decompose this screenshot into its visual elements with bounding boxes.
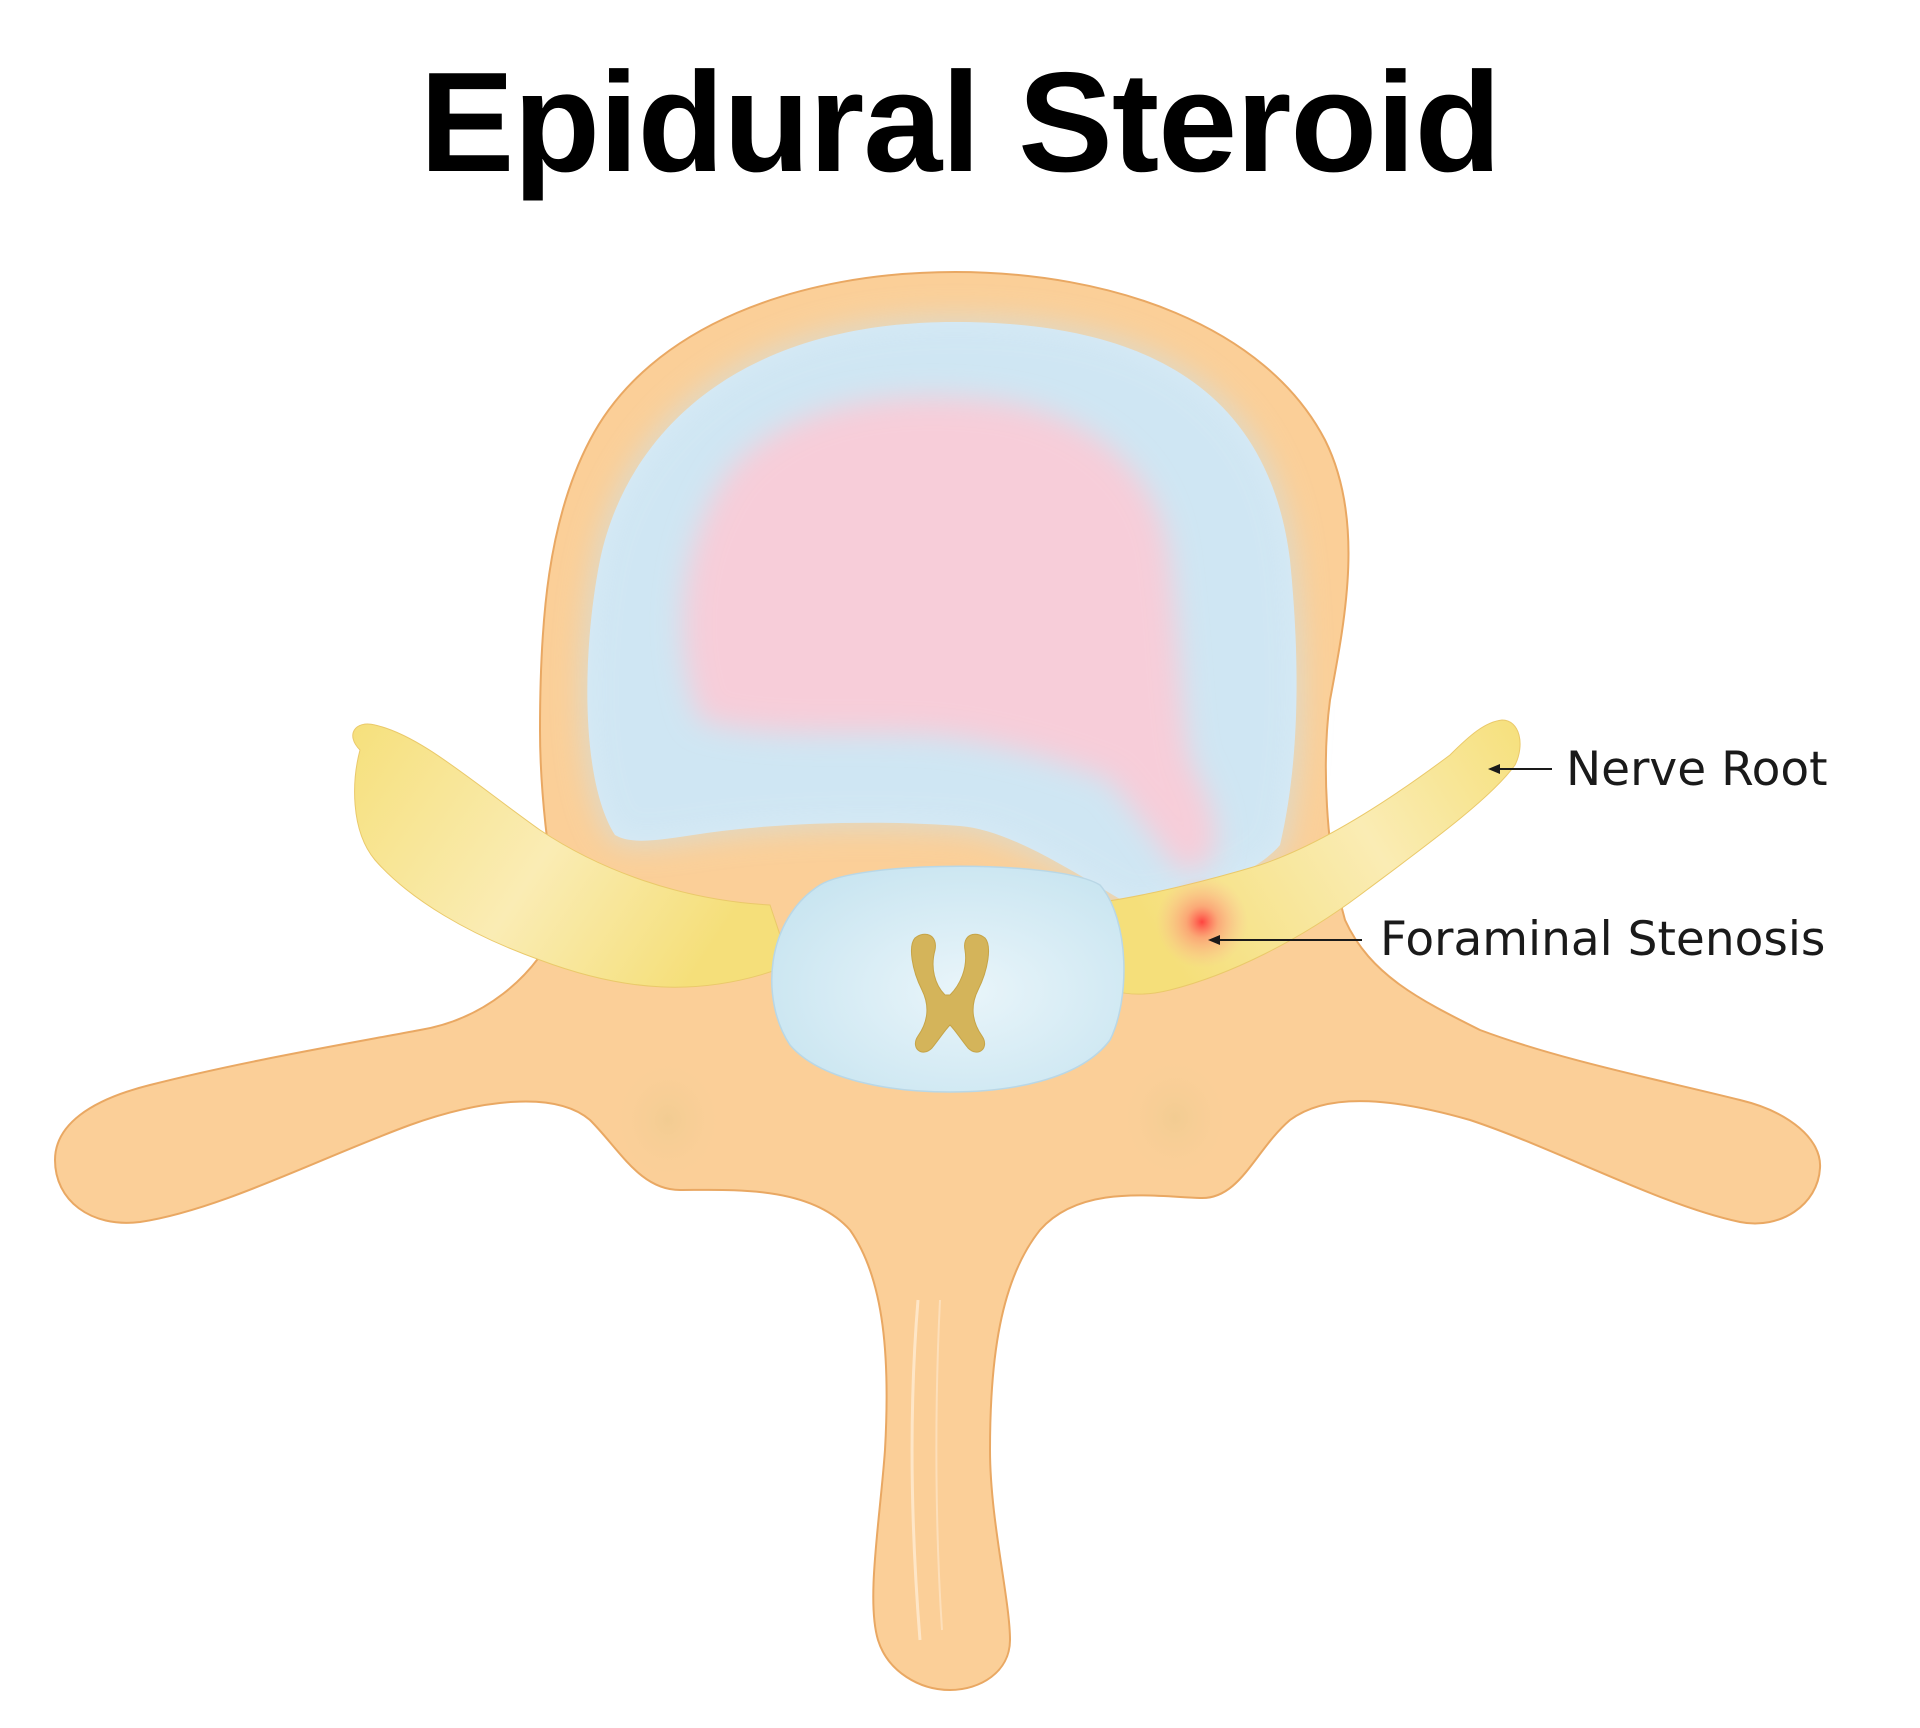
diagram-title: Epidural Steroid <box>419 43 1502 202</box>
nerve-root-label: Nerve Root <box>1566 742 1828 797</box>
nerve-root-pointer <box>1488 764 1552 774</box>
spinal-cord-grey-matter <box>911 933 989 1053</box>
intervertebral-disc <box>578 312 1306 915</box>
stenosis-spot <box>1156 876 1248 968</box>
disc-nucleus <box>683 396 1216 871</box>
foraminal-stenosis-pointer <box>1208 935 1362 945</box>
spinal-canal <box>771 865 1125 1093</box>
foraminal-stenosis-label: Foraminal Stenosis <box>1380 912 1825 967</box>
